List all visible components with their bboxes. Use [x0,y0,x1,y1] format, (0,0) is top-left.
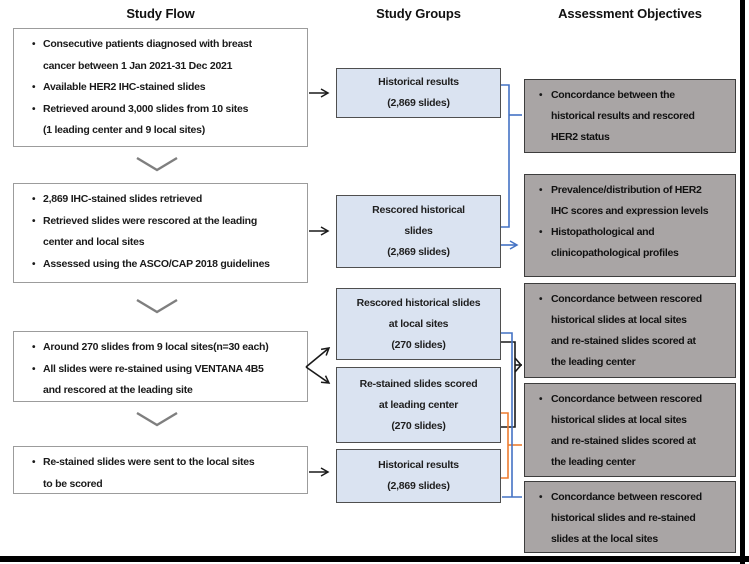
chevron-down-icon [136,298,178,314]
group-box-rescored-slides-local-sites: Rescored historical slides at local site… [336,288,501,360]
list-item: Prevalence/distribution of HER2 IHC scor… [539,180,731,222]
brace-point-icon [514,357,523,373]
figure-border-right [740,0,745,564]
arrow-up-right-icon [305,347,331,368]
flow-box-restaining: Around 270 slides from 9 local sites(n=3… [13,331,308,402]
group-box-restained-slides-leading-center: Re-stained slides scored at leading cent… [336,367,501,443]
list-item: All slides were re-stained using VENTANA… [32,359,301,402]
objective-prevalence-and-profiles: Prevalence/distribution of HER2 IHC scor… [524,174,736,277]
list-item: Retrieved around 3,000 slides from 10 si… [32,99,301,142]
list-item: Concordance between rescored historical … [539,289,731,373]
flow-box-local-scoring: Re-stained slides were sent to the local… [13,446,308,494]
list-item: Histopathological and clinicopathologica… [539,222,731,264]
chevron-down-icon [136,156,178,172]
list-item: Concordance between rescored historical … [539,389,731,473]
list-item: Available HER2 IHC-stained slides [32,77,301,99]
objective-concordance-local-vs-leading-1: Concordance between rescored historical … [524,283,736,378]
objective-concordance-rescored-vs-restained-local: Concordance between rescored historical … [524,481,736,553]
list-item: Re-stained slides were sent to the local… [32,452,301,495]
group-box-historical-results-2: Historical results (2,869 slides) [336,449,501,503]
flow-box-rescoring: 2,869 IHC-stained slides retrieved Retri… [13,183,308,283]
figure-border-bottom [0,556,749,562]
objective-concordance-historical-vs-rescored: Concordance between the historical resul… [524,79,736,153]
column-header-study-groups: Study Groups [376,6,461,21]
list-item: Consecutive patients diagnosed with brea… [32,34,301,77]
group-box-historical-results: Historical results (2,869 slides) [336,68,501,118]
connector-blue-bracket-top [501,84,510,228]
objective-concordance-local-vs-leading-2: Concordance between rescored historical … [524,383,736,477]
list-item: Around 270 slides from 9 local sites(n=3… [32,337,301,359]
list-item: Retrieved slides were rescored at the le… [32,211,301,254]
arrow-down-right-icon [305,366,331,384]
connector-blue-bracket-bottom [501,332,513,497]
group-box-rescored-historical-slides: Rescored historical slides (2,869 slides… [336,195,501,268]
list-item: Concordance between the historical resul… [539,85,731,148]
list-item: Assessed using the ASCO/CAP 2018 guideli… [32,254,301,276]
connector-orange-bracket [501,412,509,479]
connector-black-bracket [501,341,516,428]
column-header-study-flow: Study Flow [126,6,195,21]
flow-box-patient-selection: Consecutive patients diagnosed with brea… [13,28,308,147]
chevron-down-icon [136,411,178,427]
list-item: Concordance between rescored historical … [539,487,731,550]
column-header-assessment-objectives: Assessment Objectives [558,6,702,21]
list-item: 2,869 IHC-stained slides retrieved [32,189,301,211]
